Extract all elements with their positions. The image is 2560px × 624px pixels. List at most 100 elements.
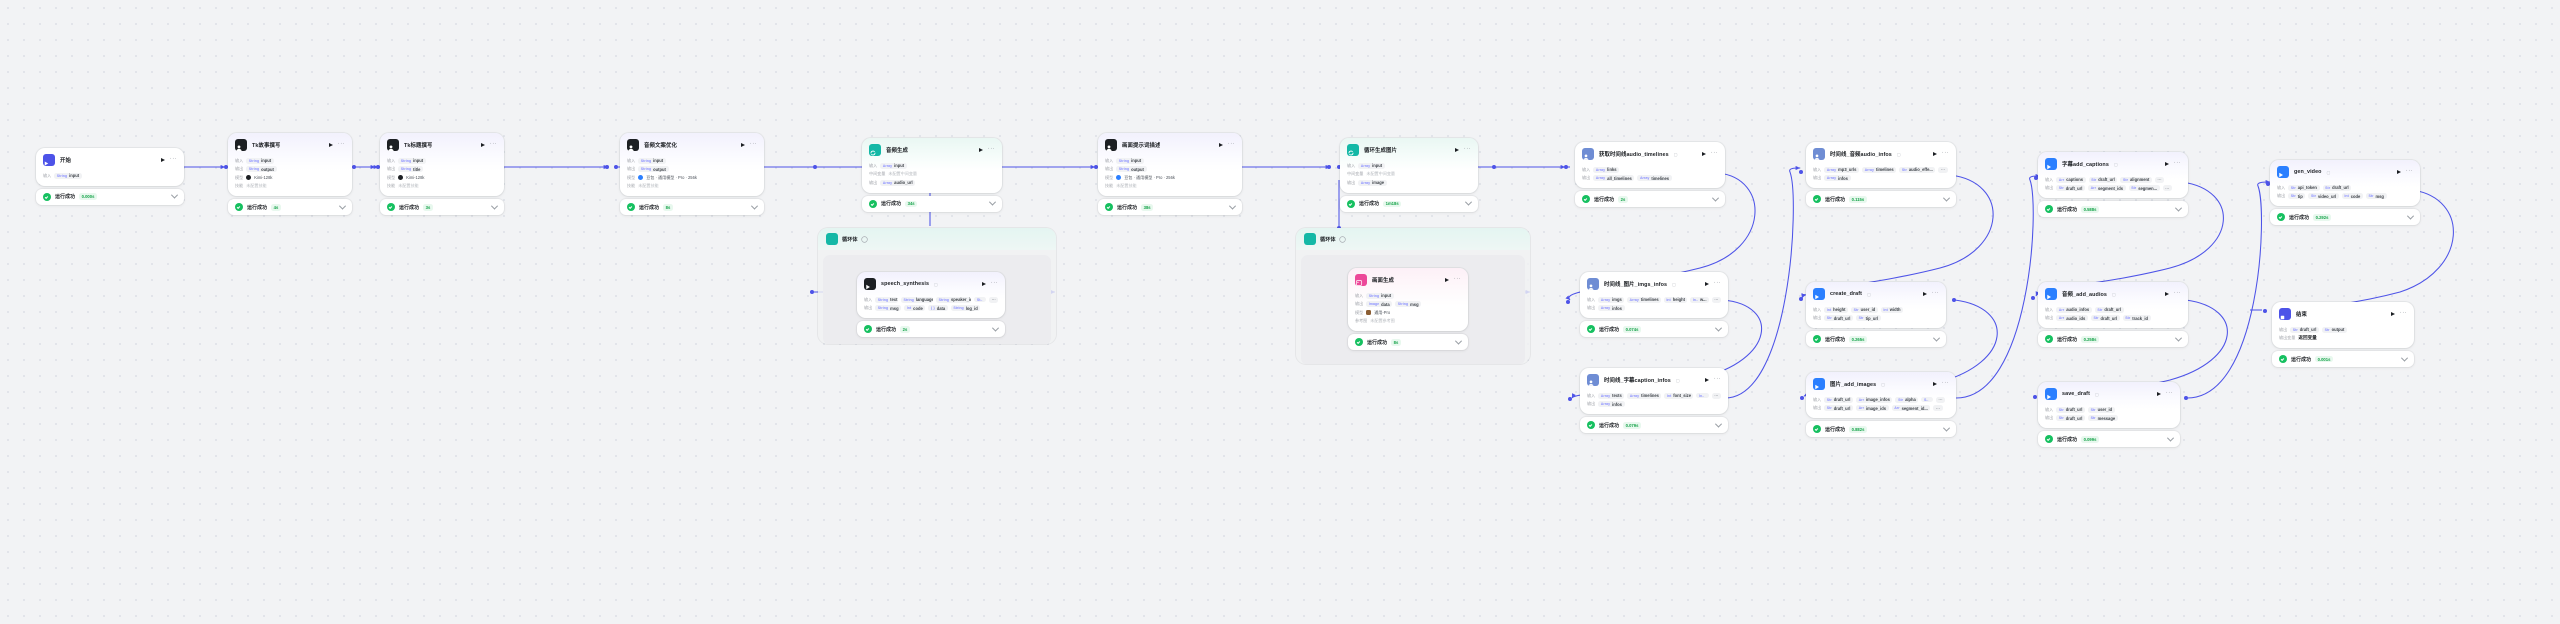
node-more-menu-button[interactable]: ··· [1713,280,1721,286]
chevron-down-icon[interactable] [1714,420,1723,428]
chevron-down-icon[interactable] [988,198,997,206]
chevron-down-icon[interactable] [991,324,1000,332]
node-more-menu-button[interactable]: ··· [169,156,177,162]
node-more-menu-button[interactable]: ··· [1713,376,1721,382]
chevron-down-icon[interactable] [1228,202,1237,210]
run-node-button[interactable] [2164,292,2169,296]
run-node-button[interactable] [160,158,165,162]
run-node-button[interactable] [1218,143,1223,147]
node-more-menu-button[interactable]: ··· [990,280,998,286]
node-more-menu-button[interactable]: ··· [1453,276,1461,282]
param-chip[interactable]: ··· [1711,392,1721,399]
node-more-menu-button[interactable]: ··· [1941,380,1949,386]
node-more-menu-button[interactable]: ··· [2165,390,2173,396]
node-more-menu-button[interactable]: ··· [2399,310,2407,316]
node-more-menu-button[interactable]: ··· [2173,290,2181,296]
param-chip[interactable]: In.. [1696,393,1709,399]
info-icon[interactable] [1340,237,1345,242]
param-chip[interactable]: St.. [974,297,987,303]
chevron-down-icon[interactable] [1454,337,1463,345]
param-chip[interactable]: ··· [2154,176,2165,183]
node-more-menu-button[interactable]: ··· [1931,290,1939,296]
run-node-button[interactable] [2156,392,2161,396]
param-chip[interactable]: ··· [1933,405,1943,412]
model-badge[interactable]: 豆包 · 通用模型 · Pro · 256k [638,175,697,181]
chevron-down-icon[interactable] [2400,354,2409,362]
run-node-button[interactable] [1932,382,1937,386]
param-chip[interactable]: { }data [928,305,948,312]
param-chip[interactable]: S.. [1921,397,1933,403]
chevron-down-icon[interactable] [170,191,179,199]
info-icon[interactable] [862,237,867,242]
chevron-down-icon[interactable] [1932,334,1941,342]
param-chip[interactable]: ··· [1935,396,1946,403]
run-node-button[interactable] [978,148,983,152]
run-node-button[interactable] [740,143,745,147]
node-more-menu-button[interactable]: ··· [749,141,757,147]
